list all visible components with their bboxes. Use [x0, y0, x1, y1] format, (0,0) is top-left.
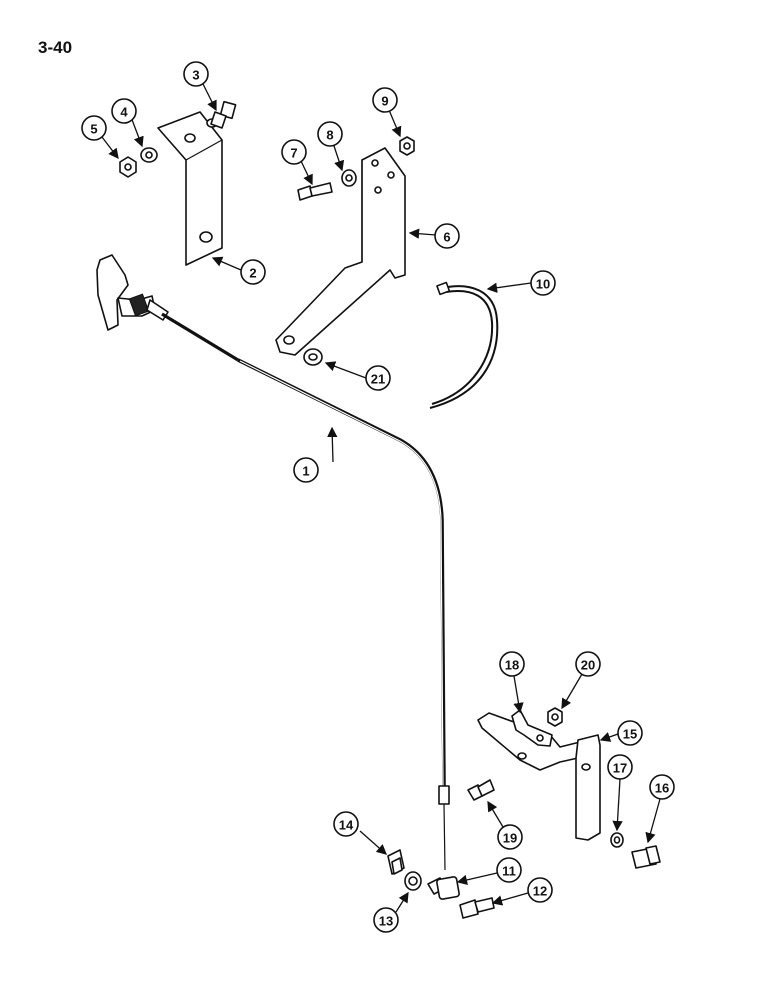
callout-1: 1 — [293, 457, 319, 483]
callout-21: 21 — [365, 365, 391, 391]
callout-19-label: 19 — [503, 831, 517, 846]
bracket-part-6 — [275, 147, 406, 356]
callout-10: 10 — [530, 270, 556, 296]
callout-11-label: 11 — [502, 864, 516, 879]
callout-17-label: 17 — [613, 761, 627, 776]
bolt-part-3 — [210, 100, 237, 129]
strap-part-18 — [511, 709, 553, 747]
swivel-part-11 — [427, 876, 460, 900]
callout-6: 6 — [434, 223, 460, 249]
cable-part-1 — [96, 254, 450, 871]
washer-part-17 — [610, 832, 624, 848]
callout-9: 9 — [372, 87, 398, 113]
callout-8: 8 — [317, 121, 343, 147]
nut-part-20 — [547, 707, 563, 727]
screw-part-12 — [459, 897, 495, 919]
callout-12: 12 — [527, 877, 553, 903]
callout-13-label: 13 — [379, 914, 393, 929]
callout-5-label: 5 — [90, 122, 97, 137]
callout-10-label: 10 — [536, 277, 550, 292]
callout-4-label: 4 — [120, 105, 128, 120]
leader-lines — [101, 83, 661, 913]
cable-tie-part-10 — [429, 281, 499, 409]
callout-4: 4 — [111, 98, 137, 124]
callout-20-label: 20 — [581, 658, 595, 673]
callout-6-label: 6 — [443, 230, 450, 245]
callout-15: 15 — [617, 720, 643, 746]
callout-3-label: 3 — [192, 68, 199, 83]
callout-18-label: 18 — [505, 658, 519, 673]
bolt-part-16 — [631, 845, 661, 869]
bracket-part-2 — [157, 111, 223, 266]
callout-14: 14 — [333, 811, 359, 837]
page-number: 3-40 — [38, 38, 73, 57]
callout-13: 13 — [373, 907, 399, 933]
callout-16-label: 16 — [655, 781, 669, 796]
washer-part-13 — [404, 871, 422, 891]
callout-8-label: 8 — [326, 128, 333, 143]
callout-9-label: 9 — [381, 94, 388, 109]
bracket-part-15 — [477, 712, 601, 841]
callout-20: 20 — [575, 651, 601, 677]
callout-15-label: 15 — [623, 727, 637, 742]
nut-part-21 — [303, 348, 323, 366]
callout-7: 7 — [281, 139, 307, 165]
callout-17: 17 — [607, 754, 633, 780]
washer-part-8 — [341, 169, 357, 187]
washer-part-4 — [140, 147, 158, 163]
callout-14-label: 14 — [339, 818, 354, 833]
callout-16: 16 — [649, 774, 675, 800]
callout-5: 5 — [81, 115, 107, 141]
clip-part-14 — [387, 849, 405, 875]
callout-1-label: 1 — [302, 464, 309, 479]
callout-2-label: 2 — [249, 266, 256, 281]
nut-part-5 — [119, 156, 137, 178]
nut-part-9 — [399, 136, 415, 156]
callout-12-label: 12 — [533, 884, 547, 899]
callout-2: 2 — [240, 259, 266, 285]
callout-7-label: 7 — [290, 146, 297, 161]
callout-11: 11 — [496, 857, 522, 883]
callout-3: 3 — [183, 61, 209, 87]
callout-18: 18 — [499, 651, 525, 677]
callout-21-label: 21 — [371, 372, 385, 387]
bolt-part-19 — [467, 779, 495, 801]
callout-19: 19 — [497, 824, 523, 850]
bolt-part-7 — [297, 182, 333, 201]
